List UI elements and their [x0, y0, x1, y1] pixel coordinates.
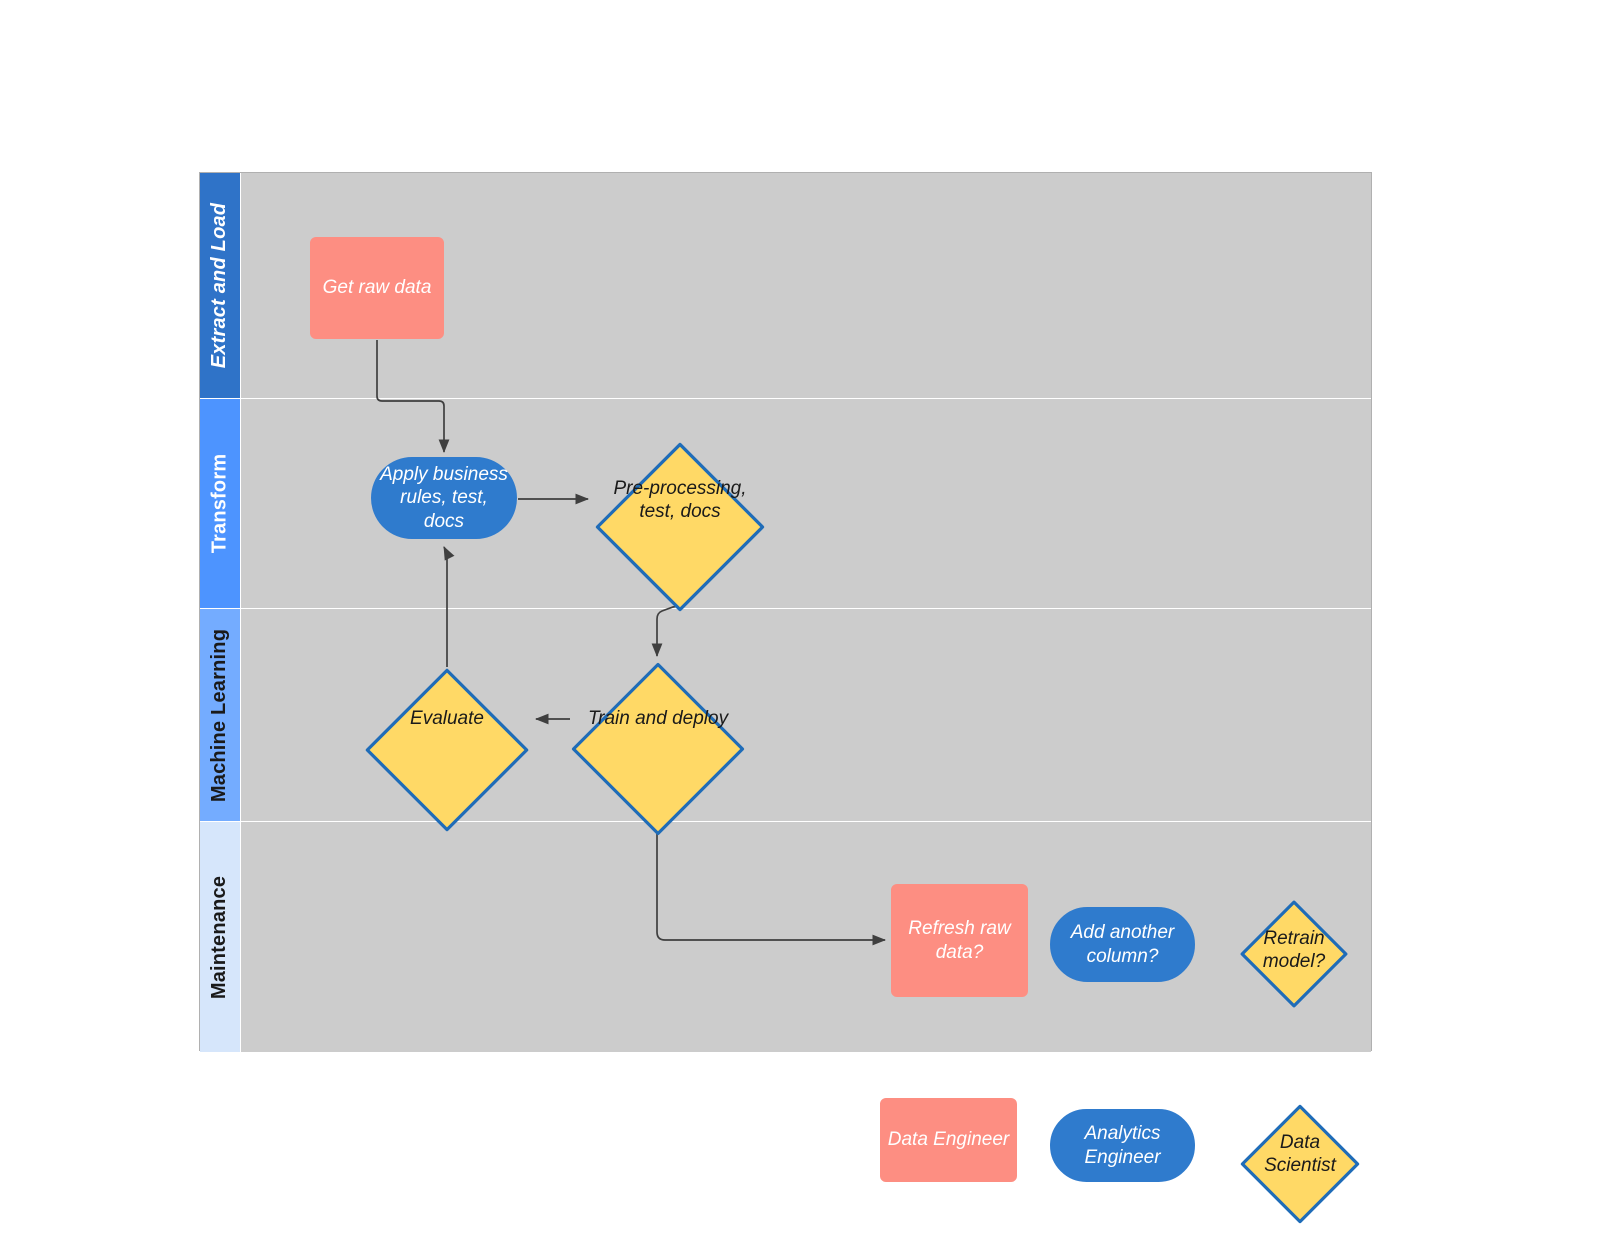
diamond-shape: [1240, 1104, 1360, 1224]
diamond-shape: [570, 661, 746, 837]
swimlane-maintenance: Maintenance: [200, 822, 1371, 1052]
node-label: Get raw data: [322, 277, 432, 299]
node-add-another-column[interactable]: Add another column?: [1050, 907, 1195, 982]
node-get-raw-data[interactable]: Get raw data: [310, 237, 444, 339]
node-pre-processing[interactable]: Pre-processing, test, docs: [594, 441, 766, 559]
lane-header-extract-and-load[interactable]: Extract and Load: [200, 173, 241, 398]
lane-header-maintenance[interactable]: Maintenance: [200, 822, 241, 1052]
node-label: Refresh raw data?: [908, 918, 1011, 963]
lane-title-transform: Transform: [208, 453, 231, 554]
node-apply-business-rules[interactable]: Apply business rules, test, docs: [371, 457, 517, 539]
legend-data-scientist[interactable]: Data Scientist: [1240, 1104, 1360, 1204]
lane-title-machine-learning: Machine Learning: [208, 628, 231, 802]
node-label: Add another column?: [1070, 922, 1175, 967]
node-evaluate[interactable]: Evaluate: [364, 667, 530, 771]
node-label: Analytics Engineer: [1084, 1123, 1161, 1168]
lane-title-extract-and-load: Extract and Load: [208, 202, 231, 369]
legend-analytics-engineer[interactable]: Analytics Engineer: [1050, 1109, 1195, 1182]
node-label: Data Engineer: [887, 1129, 1010, 1151]
node-label: Apply business rules, test, docs: [380, 464, 508, 532]
legend-data-engineer[interactable]: Data Engineer: [880, 1098, 1017, 1182]
lane-header-transform[interactable]: Transform: [200, 399, 241, 608]
lane-title-maintenance: Maintenance: [208, 875, 231, 999]
node-refresh-raw-data[interactable]: Refresh raw data?: [891, 884, 1028, 997]
lane-body-maintenance: [241, 822, 1371, 1052]
node-retrain-model[interactable]: Retrain model?: [1240, 900, 1348, 1000]
diamond-shape: [594, 441, 766, 613]
node-train-and-deploy[interactable]: Train and deploy: [570, 661, 746, 777]
diamond-shape: [1240, 900, 1348, 1008]
lane-header-machine-learning[interactable]: Machine Learning: [200, 609, 241, 821]
diamond-shape: [364, 667, 530, 833]
